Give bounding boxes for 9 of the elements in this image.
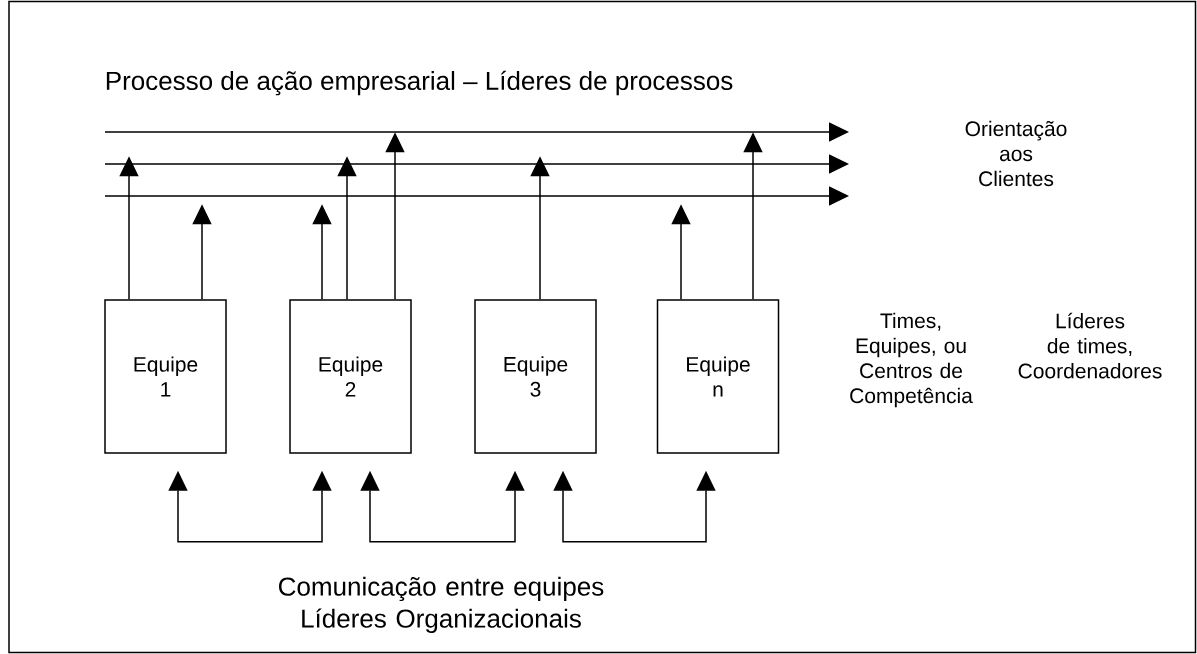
caption-text: Comunicação entre equipes Líderes Organizacionais bbox=[279, 576, 604, 633]
team-box: Equipe n bbox=[656, 299, 780, 454]
heading: Processo de ação empresarial – Líderes de processos bbox=[106, 70, 733, 96]
team-box: Equipe 2 bbox=[289, 299, 412, 454]
label: Líderes de times, Coordenadores bbox=[1018, 312, 1162, 379]
team-box: Equipe 3 bbox=[474, 299, 597, 454]
label: Times, Equipes, ou Centros de Competência bbox=[850, 312, 973, 408]
team-box: Equipe 1 bbox=[104, 299, 227, 454]
label: Orientação aos Clientes bbox=[965, 120, 1067, 187]
